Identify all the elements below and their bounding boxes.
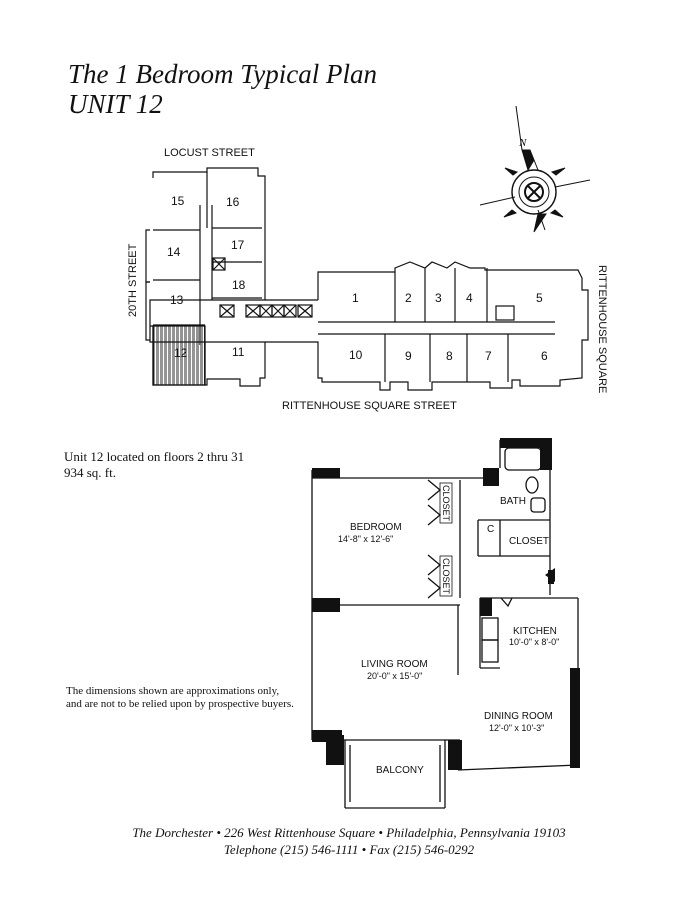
disclaimer-line-2: and are not to be relied upon by prospec…	[66, 698, 294, 710]
highlighted-unit-12	[152, 325, 206, 386]
wall-blocks	[312, 438, 580, 770]
unit-2-label: 2	[405, 291, 412, 305]
unit-13-label: 13	[170, 293, 184, 307]
unit-title: UNIT 12	[68, 89, 163, 119]
compass-north-label: N	[518, 137, 527, 149]
unit-1-label: 1	[352, 291, 359, 305]
balcony-label: BALCONY	[376, 765, 424, 776]
compass-rose-icon	[479, 105, 591, 233]
street-south-label: RITTENHOUSE SQUARE STREET	[282, 400, 457, 412]
kitchen-label: KITCHEN	[513, 626, 557, 637]
dining-room-label: DINING ROOM	[484, 711, 553, 722]
unit-area: 934 sq. ft.	[64, 465, 116, 480]
closet-lower-label: CLOSET	[441, 558, 451, 595]
unit-18-label: 18	[232, 278, 246, 292]
footer-phone: Telephone (215) 546-1111 • Fax (215) 546…	[223, 842, 475, 857]
unit-floors: Unit 12 located on floors 2 thru 31	[64, 449, 245, 464]
street-east-label: RITTENHOUSE SQUARE	[596, 265, 608, 393]
kitchen-dims: 10'-0" x 8'-0"	[509, 637, 559, 647]
closet-label: CLOSET	[509, 536, 549, 547]
unit-7-label: 7	[485, 349, 492, 363]
unit-3-label: 3	[435, 291, 442, 305]
unit-9-label: 9	[405, 349, 412, 363]
unit-4-label: 4	[466, 291, 473, 305]
east-wing-outline	[300, 261, 589, 391]
dining-room-dims: 12'-0" x 10'-3"	[489, 723, 544, 733]
unit-11-label: 11	[232, 345, 245, 359]
living-room-dims: 20'-0" x 15'-0"	[367, 671, 422, 681]
living-room-label: LIVING ROOM	[361, 659, 428, 670]
unit-15-label: 15	[171, 194, 185, 208]
disclaimer-line-1: The dimensions shown are approximations …	[66, 685, 280, 697]
closet-upper-label: CLOSET	[441, 485, 451, 522]
unit-6-label: 6	[541, 349, 548, 363]
unit-14-label: 14	[167, 245, 181, 259]
c-closet-label: C	[487, 524, 494, 535]
unit-17-label: 17	[231, 238, 245, 252]
unit-10-label: 10	[349, 348, 363, 362]
bedroom-dims: 14'-8" x 12'-6"	[338, 534, 393, 544]
footer-address: The Dorchester • 226 West Rittenhouse Sq…	[132, 825, 566, 840]
street-west-label: 20TH STREET	[127, 243, 139, 317]
bedroom-label: BEDROOM	[350, 522, 402, 533]
unit-8-label: 8	[446, 349, 453, 363]
disclaimer: The dimensions shown are approximations …	[66, 685, 294, 711]
site-plan	[145, 167, 589, 391]
unit-12-label: 12	[174, 346, 188, 360]
bath-label: BATH	[500, 496, 526, 507]
plan-title: The 1 Bedroom Typical Plan	[68, 59, 377, 89]
unit-info: Unit 12 located on floors 2 thru 31 934 …	[64, 449, 244, 481]
street-north-label: LOCUST STREET	[164, 147, 255, 159]
entry-arrow-icon	[545, 568, 555, 582]
unit-16-label: 16	[226, 195, 240, 209]
unit-5-label: 5	[536, 291, 543, 305]
